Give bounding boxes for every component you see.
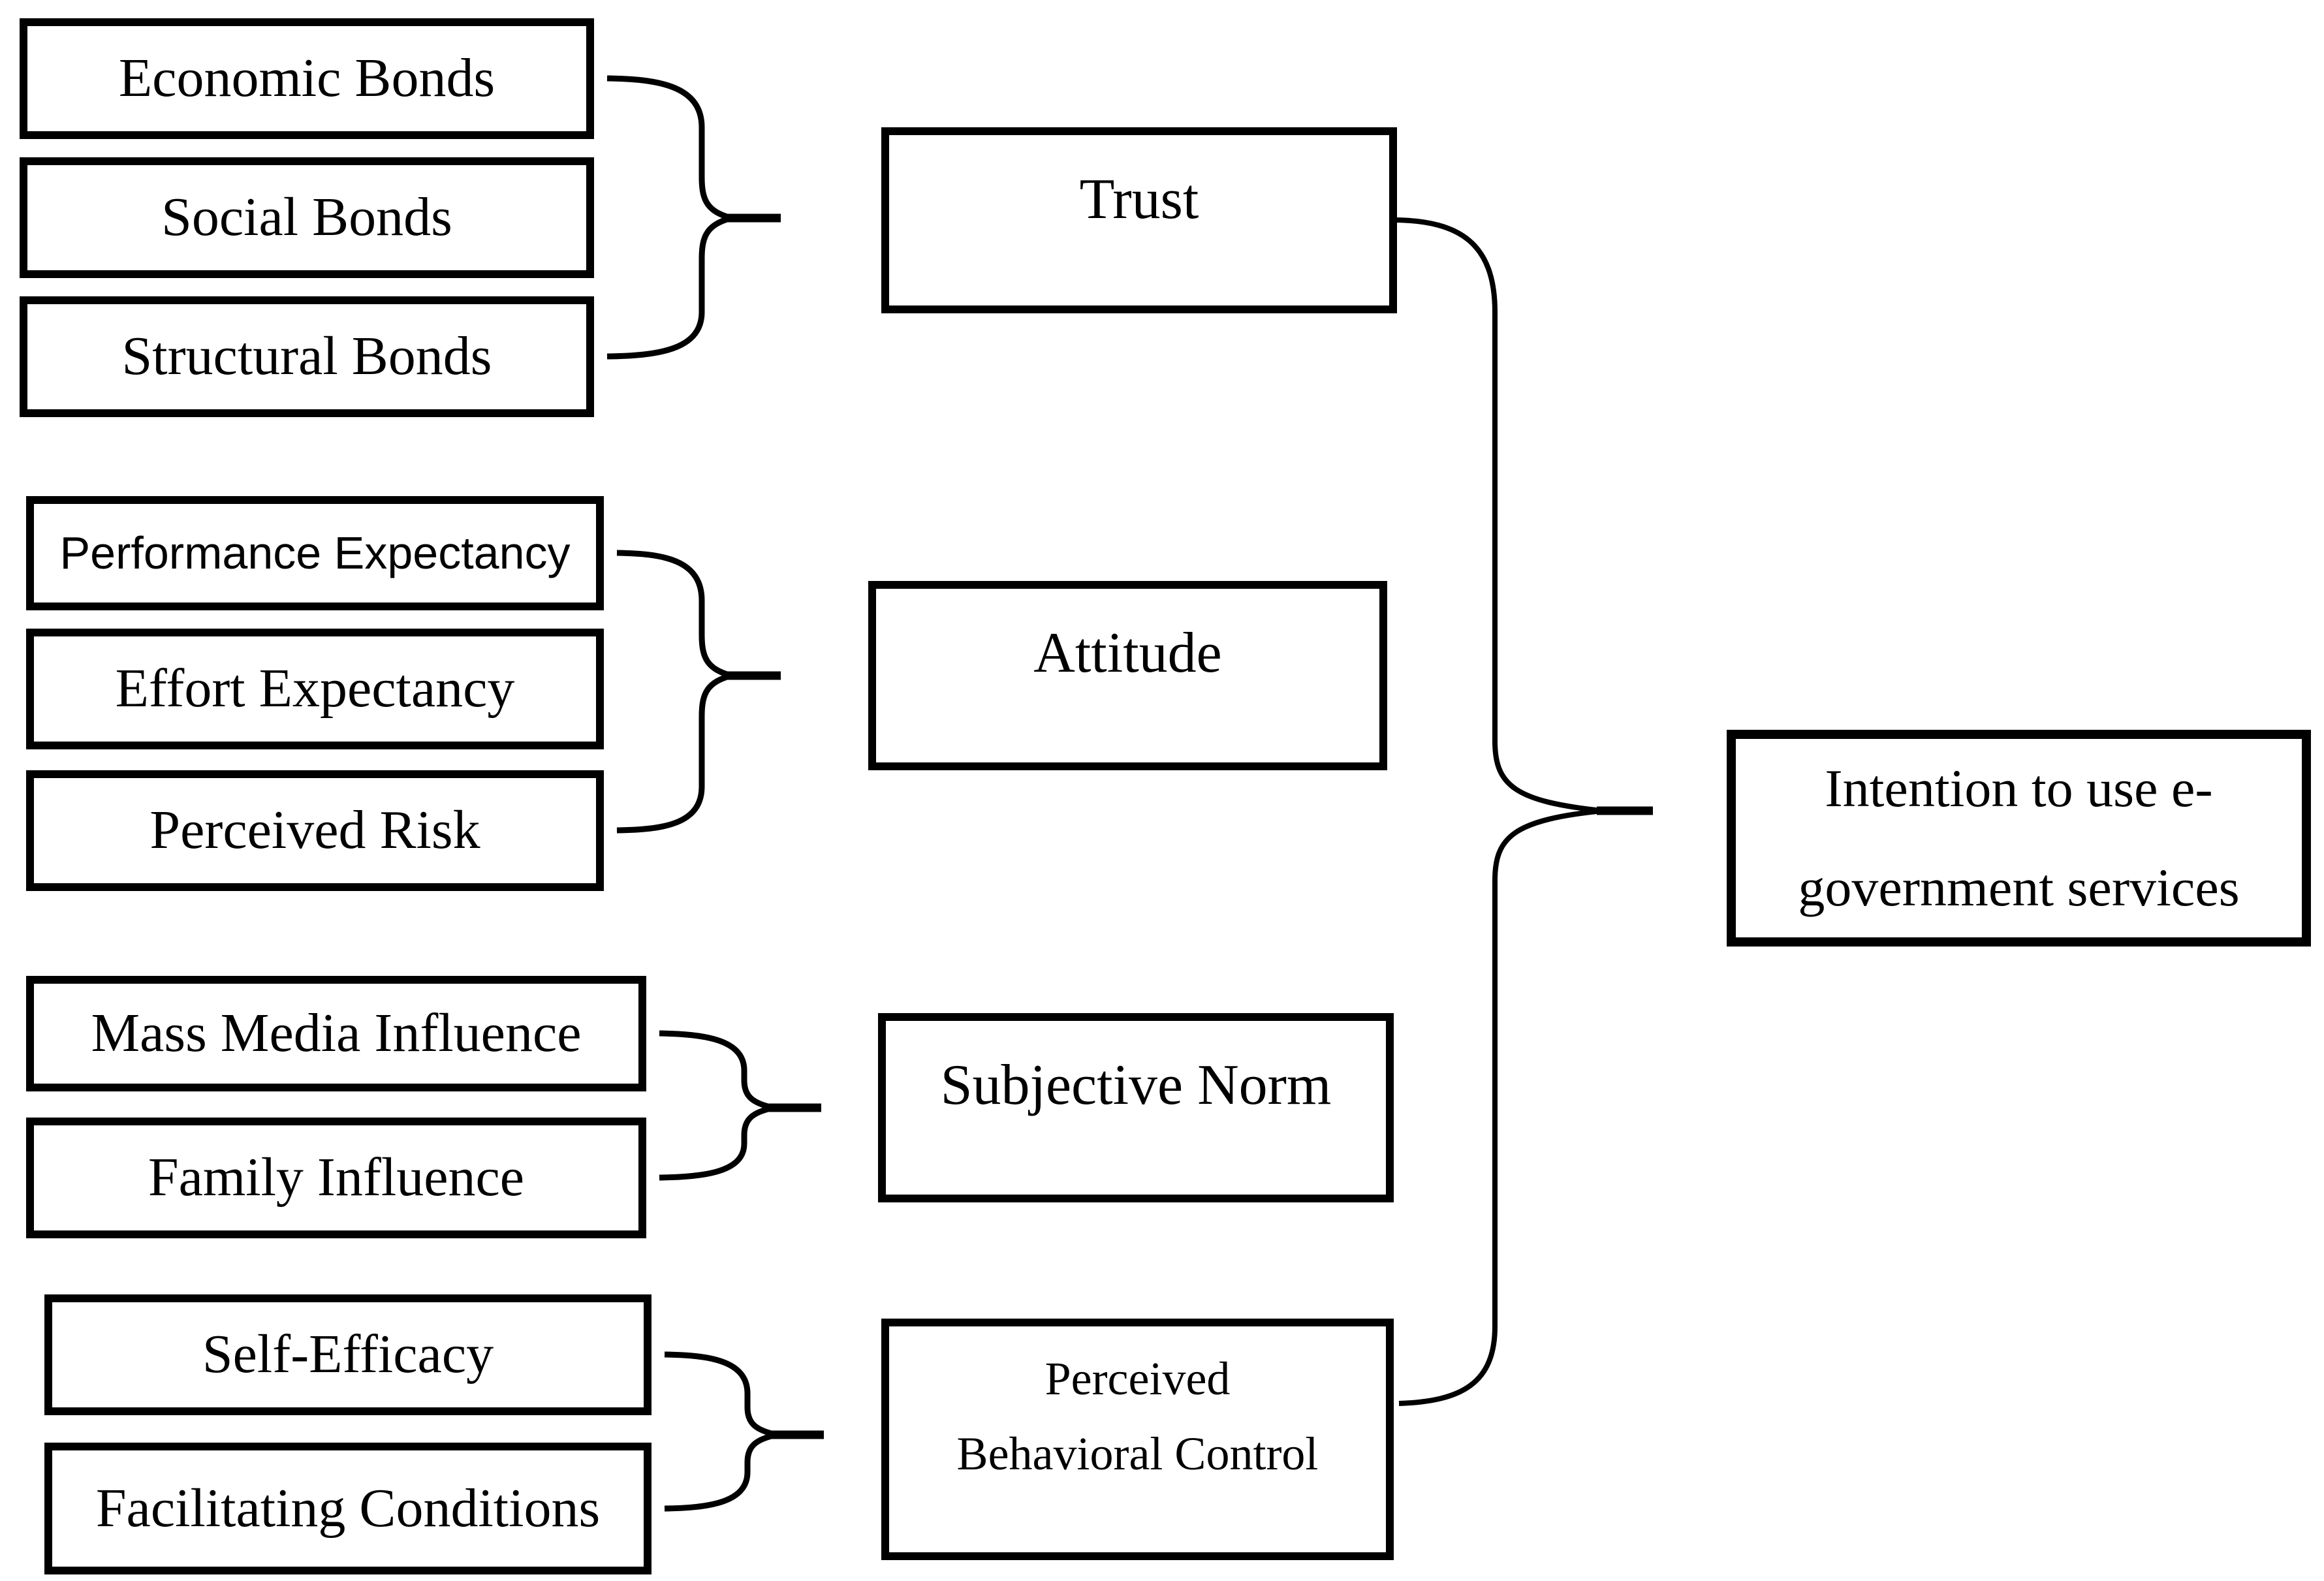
brace-curve [659,1030,774,1181]
node-economic-bonds: Economic Bonds [20,18,594,139]
node-label: Social Bonds [161,187,452,248]
node-structural-bonds: Structural Bonds [20,296,594,417]
node-performance-expectancy: Performance Expectancy [26,496,604,610]
node-effort-expectancy: Effort Expectancy [26,629,604,749]
node-label: Economic Bonds [118,48,495,109]
node-label-line2: government services [1798,858,2240,917]
node-label: Effort Expectancy [115,658,515,719]
node-label-line1: Perceived [1044,1352,1231,1405]
node-attitude: Attitude [868,581,1387,770]
node-subjective-norm: Subjective Norm [878,1013,1394,1202]
node-facilitating-conditions: Facilitating Conditions [44,1443,652,1574]
brace-curve [606,75,742,360]
node-label: Structural Bonds [121,326,492,387]
node-label-line1: Intention to use e- [1825,759,2213,819]
node-perceived-risk: Perceived Risk [26,770,604,891]
node-social-bonds: Social Bonds [20,157,594,278]
brace-mediators-to-intention [1396,217,1653,1406]
node-intention-to-use-egovernment-services: Intention to use e- government services [1727,730,2311,947]
node-label: Performance Expectancy [59,527,571,579]
node-family-influence: Family Influence [26,1118,646,1238]
node-trust: Trust [881,127,1397,313]
node-label: Mass Media Influence [91,1003,582,1064]
brace-efficacy-to-pbc [664,1351,824,1512]
brace-influence-to-subjective-norm [659,1030,821,1181]
node-label-line2: Behavioral Control [956,1428,1319,1480]
brace-curve [664,1351,777,1512]
node-label: Subjective Norm [940,1054,1332,1117]
brace-expectancy-to-attitude [616,550,781,834]
brace-curve [616,550,742,834]
node-mass-media-influence: Mass Media Influence [26,976,646,1091]
node-self-efficacy: Self-Efficacy [44,1294,652,1415]
brace-bonds-to-trust [606,75,781,360]
node-label: Perceived Risk [149,800,480,861]
node-perceived-behavioral-control: Perceived Behavioral Control [881,1319,1394,1560]
node-label: Attitude [1033,621,1222,685]
node-label: Family Influence [148,1147,525,1208]
node-label: Trust [1079,168,1199,231]
node-label: Self-Efficacy [202,1324,494,1385]
node-label: Facilitating Conditions [95,1477,601,1539]
brace-curve [1396,217,1603,1406]
